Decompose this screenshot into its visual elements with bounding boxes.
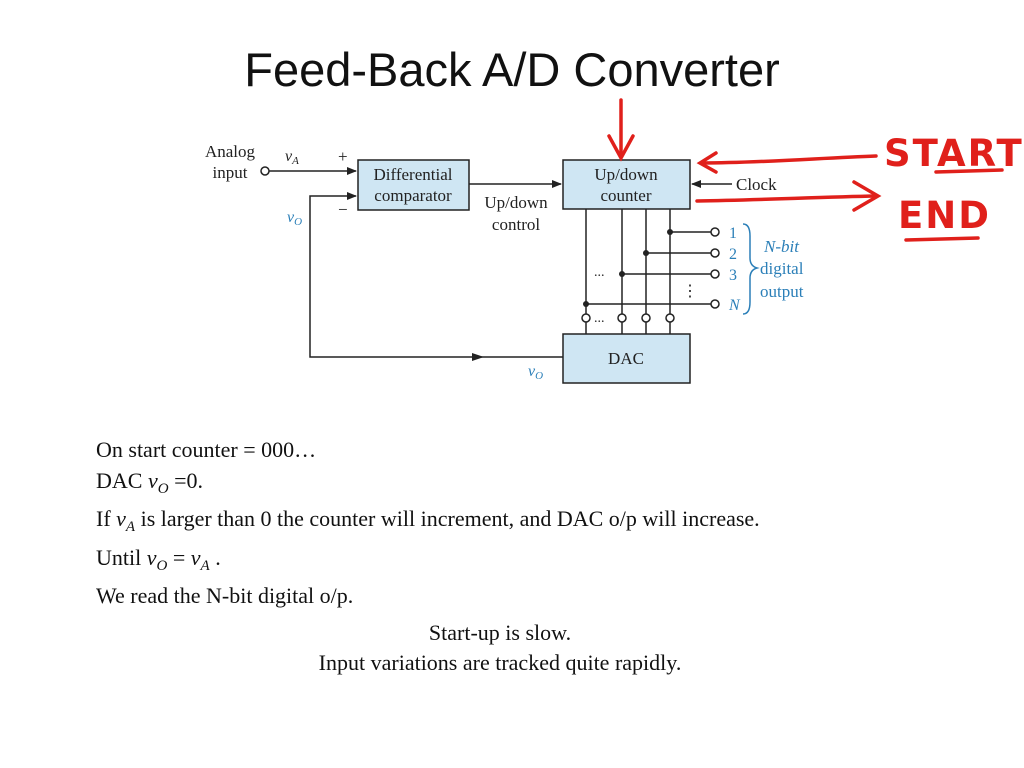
feedback-arrowhead (472, 353, 484, 361)
dac-input-terminals (581, 313, 675, 323)
start-arrow-annotation (700, 154, 878, 165)
end-arrow-head (852, 180, 882, 212)
analog-input-label: Analog (205, 142, 256, 161)
explanation-line-4: Until vO = vA . (96, 544, 221, 574)
start-arrow-head (696, 151, 718, 174)
note-startup: Start-up is slow. (428, 620, 572, 645)
explanation-line-3: If vA is larger than 0 the counter will … (96, 506, 760, 535)
output-number-2: 2 (729, 246, 737, 263)
control-label: control (492, 215, 540, 234)
vo-label-feedback: vO (287, 209, 302, 228)
output-vdots: ⋮ (682, 283, 698, 300)
note-tracking: Input variations are tracked quite rapid… (318, 650, 682, 675)
feedback-adc-diagram: Analog input vA + − vO vO Differential c… (205, 98, 1024, 384)
explanation-text: On start counter = 000… DAC vO =0. If vA… (96, 435, 760, 612)
down-arrow-head (607, 134, 635, 162)
vo-label-dac: vO (528, 363, 543, 382)
end-underline (904, 236, 980, 242)
output-number-1: 1 (729, 225, 737, 242)
nbit-output-label: digital (760, 259, 804, 278)
va-label: vA (285, 148, 299, 167)
analog-input-label: input (213, 163, 248, 182)
explanation-line-5: We read the N-bit digital o/p. (96, 583, 354, 608)
counter-dac-bus (585, 209, 711, 334)
dac-block (562, 333, 691, 384)
slide-title: Feed-Back A/D Converter (244, 43, 780, 96)
output-terminals (710, 227, 720, 309)
end-arrow-annotation (695, 194, 878, 203)
minus-sign: − (338, 200, 348, 219)
handwritten-annotations (607, 98, 1004, 242)
explanation-line-1: On start counter = 000… (96, 437, 317, 462)
bus-junction-dots (583, 229, 673, 307)
counter-label: counter (601, 186, 652, 205)
clock-label: Clock (736, 175, 777, 194)
input-terminal (260, 166, 270, 176)
output-number-n: N (728, 297, 741, 314)
counter-label: Up/down (594, 165, 658, 184)
comparator-label: comparator (374, 186, 452, 205)
feedback-wire (309, 192, 563, 358)
control-label: Up/down (484, 193, 548, 212)
explanation-line-2: DAC vO =0. (96, 467, 203, 497)
up-down-counter-block (562, 159, 691, 210)
comparator-label: Differential (374, 165, 453, 184)
dac-input-ellipsis: ... (594, 311, 605, 326)
output-number-3: 3 (729, 267, 737, 284)
output-brace (742, 223, 760, 315)
nbit-output-label: output (760, 282, 804, 301)
start-annotation-text: START (884, 132, 1024, 175)
plus-sign: + (338, 147, 348, 166)
differential-comparator-block (357, 159, 470, 211)
bus-ellipsis: ... (594, 265, 605, 280)
nbit-output-label: N-bit (763, 237, 800, 256)
dac-label: DAC (608, 349, 644, 368)
end-annotation-text: END (898, 194, 991, 237)
start-underline (934, 168, 1004, 174)
